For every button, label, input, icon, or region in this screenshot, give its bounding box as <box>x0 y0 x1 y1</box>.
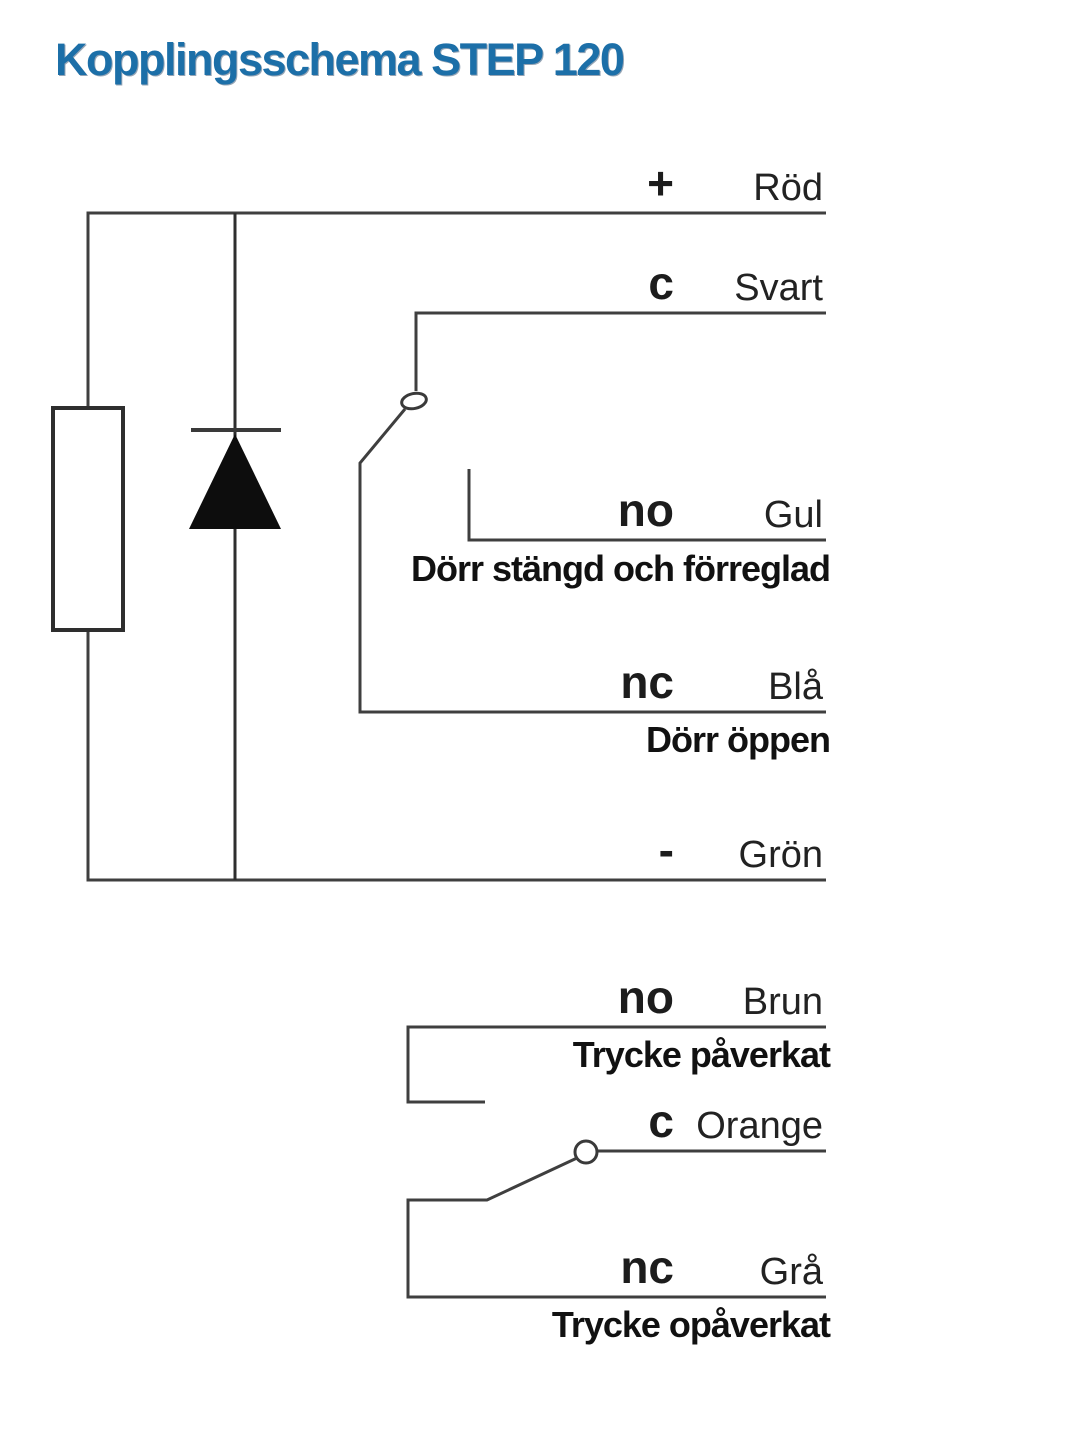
switch-pivot-contact <box>400 391 428 411</box>
wire-color-bla: Blå <box>768 666 823 708</box>
wire-color-svart: Svart <box>734 267 823 309</box>
resistor-symbol <box>51 406 125 632</box>
switch-arm-nc-wire <box>358 408 826 714</box>
handle-no-wire <box>406 1025 826 1104</box>
wire-color-gron: Grön <box>738 834 823 876</box>
state-caption-handle-unactuated: Trycke opåverkat <box>551 1304 831 1345</box>
terminal-label-no: no <box>617 484 674 536</box>
terminal-label-nc: nc <box>620 656 674 708</box>
state-caption-handle-actuated: Trycke påverkat <box>572 1034 831 1075</box>
terminal-label-c: c <box>648 257 674 309</box>
terminal-label-c-2: c <box>648 1095 674 1147</box>
terminal-label-plus: + <box>647 157 674 209</box>
common-wire-svart <box>414 311 826 391</box>
terminal-label-no-2: no <box>617 971 674 1023</box>
wire-color-gul: Gul <box>763 494 823 536</box>
no-contact-wire <box>467 469 826 542</box>
wire-color-rod: Röd <box>753 167 823 209</box>
state-caption-door-closed: Dörr stängd och förreglad <box>410 548 831 589</box>
diode-symbol <box>189 434 281 529</box>
handle-switch-arm-nc-wire <box>406 1156 826 1299</box>
terminal-label-nc-2: nc <box>620 1241 674 1293</box>
wire-color-brun: Brun <box>742 981 823 1023</box>
wire-color-gra: Grå <box>759 1251 823 1293</box>
handle-switch-pivot-contact <box>573 1139 599 1165</box>
wire-color-orange: Orange <box>696 1105 823 1147</box>
state-caption-door-open: Dörr öppen <box>646 719 831 760</box>
terminal-label-minus: - <box>658 824 674 876</box>
page-title: Kopplingsschema STEP 120 <box>55 34 625 85</box>
